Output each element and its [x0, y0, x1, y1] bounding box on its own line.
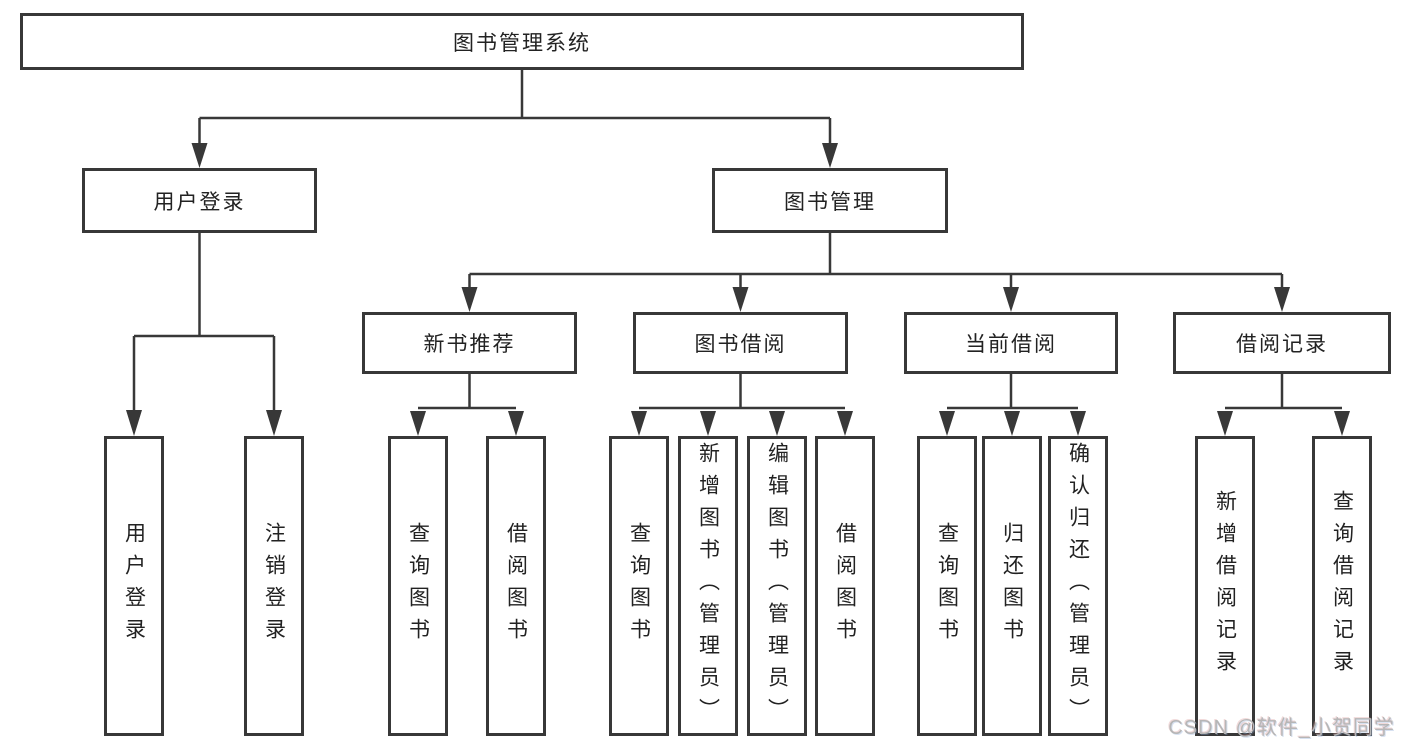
leaf-confirm-return-admin-label: 确认归还（管理员） [1066, 442, 1090, 730]
leaf-query-books-borrow: 查询图书 [609, 436, 669, 736]
leaf-borrow-books: 借阅图书 [815, 436, 875, 736]
csdn-watermark: CSDN @软件_小贺同学 [1168, 717, 1395, 739]
leaf-add-borrow-record: 新增借阅记录 [1195, 436, 1255, 736]
leaf-return-books-label: 归还图书 [1000, 522, 1024, 650]
node-user-login-label: 用户登录 [153, 190, 246, 214]
node-user-login: 用户登录 [82, 168, 317, 233]
node-new-book-recommend-label: 新书推荐 [423, 333, 516, 356]
leaf-query-books-borrow-label: 查询图书 [627, 522, 651, 650]
leaf-user-login: 用户登录 [104, 436, 164, 736]
leaf-borrow-books-recommend-label: 借阅图书 [504, 522, 528, 650]
leaf-borrow-books-recommend: 借阅图书 [486, 436, 546, 736]
leaf-query-books-recommend-label: 查询图书 [406, 522, 430, 650]
node-borrowing-records-label: 借阅记录 [1236, 333, 1328, 356]
leaf-return-books: 归还图书 [982, 436, 1042, 736]
leaf-query-books-current: 查询图书 [917, 436, 977, 736]
node-book-management: 图书管理 [712, 168, 948, 233]
leaf-query-borrow-record: 查询借阅记录 [1312, 436, 1372, 736]
node-book-management-label: 图书管理 [784, 190, 876, 214]
leaf-query-books-current-label: 查询图书 [935, 522, 959, 650]
node-current-borrowing: 当前借阅 [904, 312, 1118, 374]
leaf-borrow-books-label: 借阅图书 [833, 522, 857, 650]
node-book-borrowing: 图书借阅 [633, 312, 848, 374]
leaf-add-books-admin: 新增图书（管理员） [678, 436, 738, 736]
node-book-borrowing-label: 图书借阅 [694, 333, 787, 356]
leaf-logout-label: 注销登录 [262, 522, 286, 650]
node-current-borrowing-label: 当前借阅 [965, 333, 1057, 356]
node-library-system: 图书管理系统 [20, 13, 1024, 70]
leaf-query-borrow-record-label: 查询借阅记录 [1330, 490, 1354, 682]
leaf-edit-books-admin: 编辑图书（管理员） [747, 436, 807, 736]
leaf-user-login-label: 用户登录 [122, 522, 146, 650]
leaf-add-books-admin-label: 新增图书（管理员） [696, 442, 720, 730]
node-new-book-recommend: 新书推荐 [362, 312, 577, 374]
leaf-confirm-return-admin: 确认归还（管理员） [1048, 436, 1108, 736]
leaf-logout: 注销登录 [244, 436, 304, 736]
node-library-system-label: 图书管理系统 [453, 31, 591, 55]
leaf-edit-books-admin-label: 编辑图书（管理员） [765, 442, 789, 730]
arrowheads [126, 143, 1350, 436]
tree-edges [132, 70, 1342, 412]
leaf-query-books-recommend: 查询图书 [388, 436, 448, 736]
node-borrowing-records: 借阅记录 [1173, 312, 1391, 374]
leaf-add-borrow-record-label: 新增借阅记录 [1213, 490, 1237, 682]
